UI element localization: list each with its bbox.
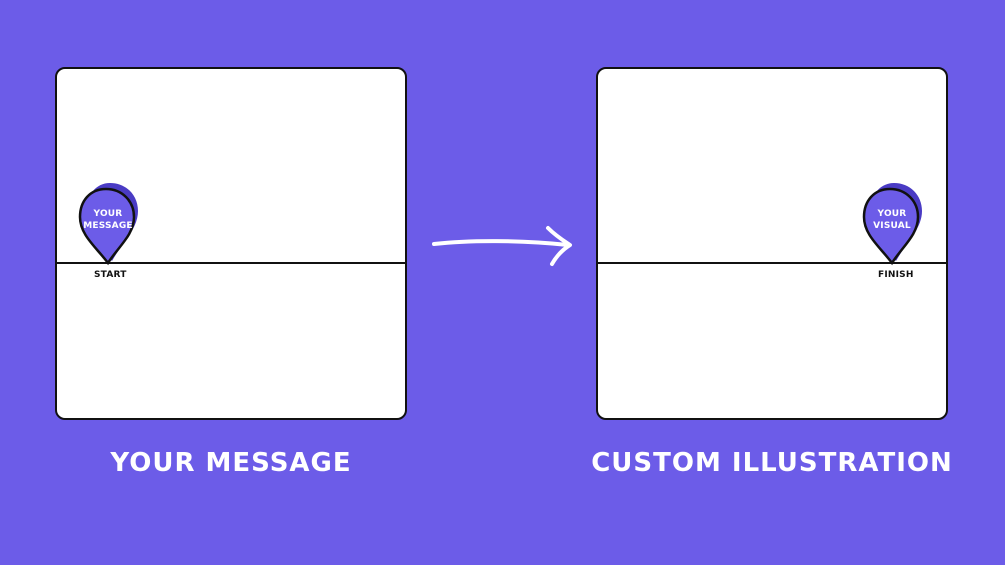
marker-line-1: YOUR [877, 209, 907, 219]
finish-label: FINISH [878, 270, 914, 280]
timeline-line [598, 262, 946, 264]
map-pin-icon: YOUR VISUAL [860, 183, 924, 267]
map-pin-icon: YOUR MESSAGE [76, 183, 140, 267]
start-label: START [94, 270, 127, 280]
marker-line-1: YOUR [93, 209, 123, 219]
timeline-line [57, 262, 405, 264]
marker-line-2: VISUAL [873, 221, 911, 231]
caption-your-message: YOUR MESSAGE [110, 448, 352, 478]
marker-text: YOUR MESSAGE [80, 208, 136, 232]
marker-line-2: MESSAGE [83, 221, 133, 231]
right-panel: YOUR VISUAL FINISH [596, 67, 948, 420]
left-panel: YOUR MESSAGE START [55, 67, 407, 420]
caption-custom-illustration: CUSTOM ILLUSTRATION [591, 448, 953, 478]
marker-text: YOUR VISUAL [864, 208, 920, 232]
arrow-right-icon [432, 226, 572, 266]
